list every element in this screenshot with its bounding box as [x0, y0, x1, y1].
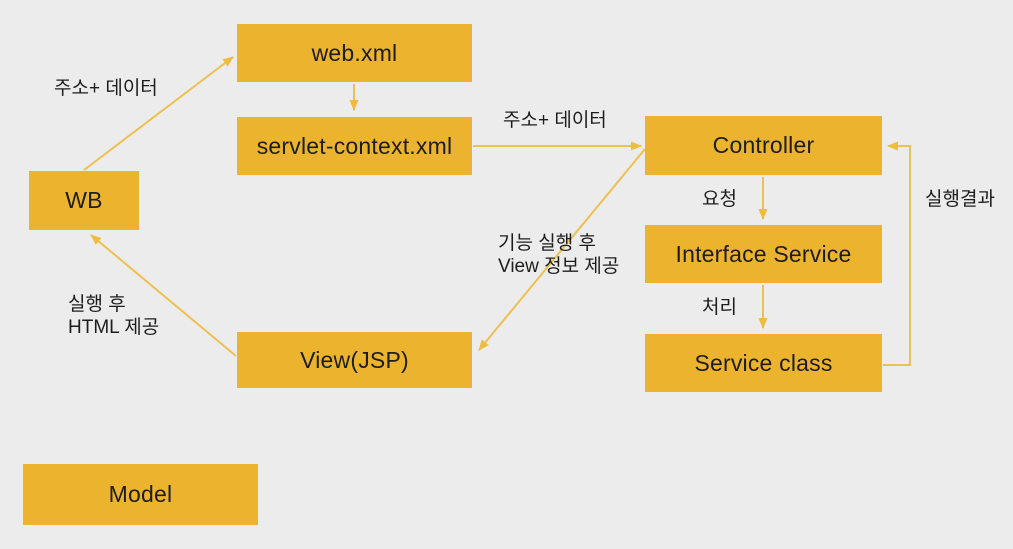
edge-label-view-info-line2: View 정보 제공: [498, 256, 620, 277]
node-interface-service-label: Interface Service: [675, 240, 852, 267]
node-controller: Controller: [645, 116, 882, 175]
node-model-label: Model: [108, 481, 173, 507]
edge-label-request: 요청: [702, 189, 737, 210]
arrow-wb-to-webxml: [83, 56, 234, 171]
edge-label-html-provide: 실행 후 HTML 제공: [68, 293, 159, 339]
edge-label-html-provide-line2: HTML 제공: [68, 317, 160, 338]
arrow-controller-to-view: [478, 148, 646, 351]
node-wb: WB: [29, 171, 139, 230]
edge-label-address-data-mid: 주소+ 데이터: [503, 110, 607, 131]
edge-label-address-data-left: 주소+ 데이터: [54, 78, 158, 99]
node-service-class: Service class: [645, 334, 882, 392]
edge-label-exec-result: 실행결과: [925, 189, 995, 210]
node-servlet-context-xml-label: servlet-context.xml: [256, 132, 453, 159]
edge-label-html-provide-line1: 실행 후: [68, 294, 126, 315]
edge-label-process: 처리: [702, 297, 737, 318]
node-service-class-label: Service class: [694, 349, 833, 376]
node-controller-label: Controller: [712, 132, 815, 158]
arrow-view-to-wb: [90, 234, 237, 357]
edge-label-view-info: 기능 실행 후 View 정보 제공: [498, 232, 619, 278]
node-wb-label: WB: [65, 187, 103, 213]
node-interface-service: Interface Service: [645, 225, 882, 283]
node-web-xml-label: web.xml: [311, 39, 398, 66]
arrow-service-class-to-controller-return: [883, 141, 911, 366]
node-web-xml: web.xml: [237, 24, 472, 82]
node-view-jsp-label: View(JSP): [300, 346, 409, 373]
edge-label-view-info-line1: 기능 실행 후: [498, 233, 596, 254]
node-servlet-context-xml: servlet-context.xml: [237, 117, 472, 175]
node-view-jsp: View(JSP): [237, 332, 472, 388]
node-model: Model: [23, 464, 258, 525]
